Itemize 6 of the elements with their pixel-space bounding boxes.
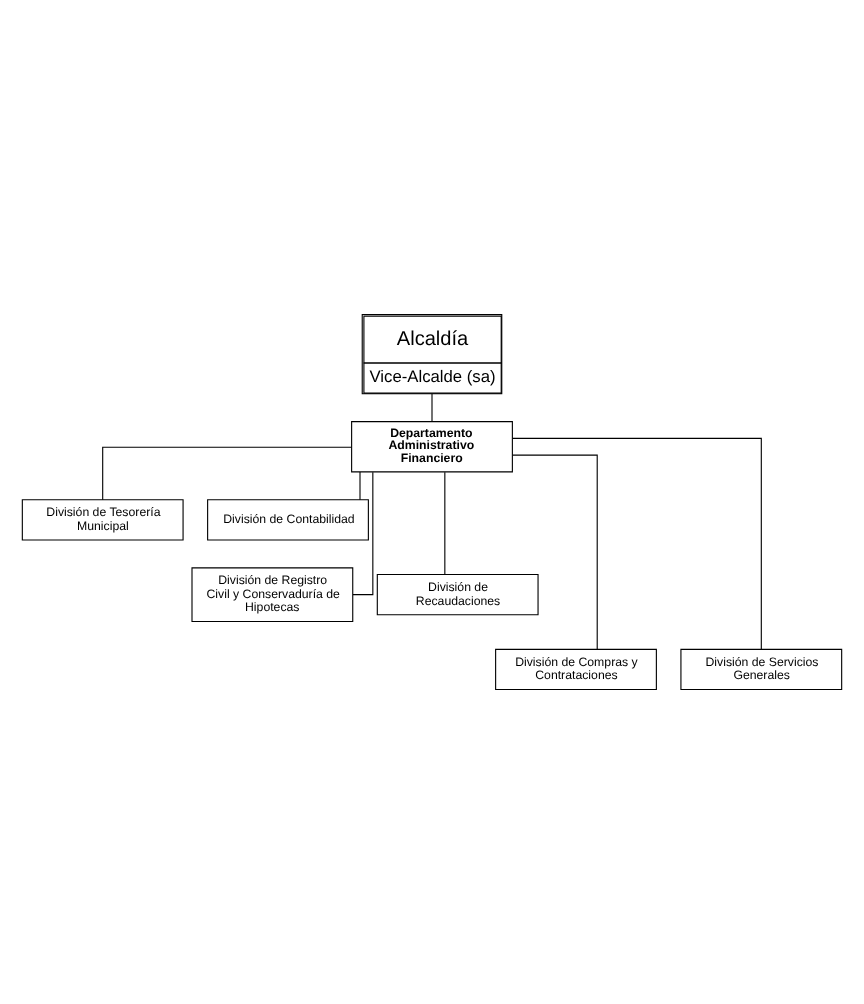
connector xyxy=(102,446,352,501)
connector xyxy=(431,393,433,422)
connector xyxy=(444,471,446,575)
connector xyxy=(512,437,762,650)
connector xyxy=(512,454,598,650)
connector xyxy=(359,471,361,501)
